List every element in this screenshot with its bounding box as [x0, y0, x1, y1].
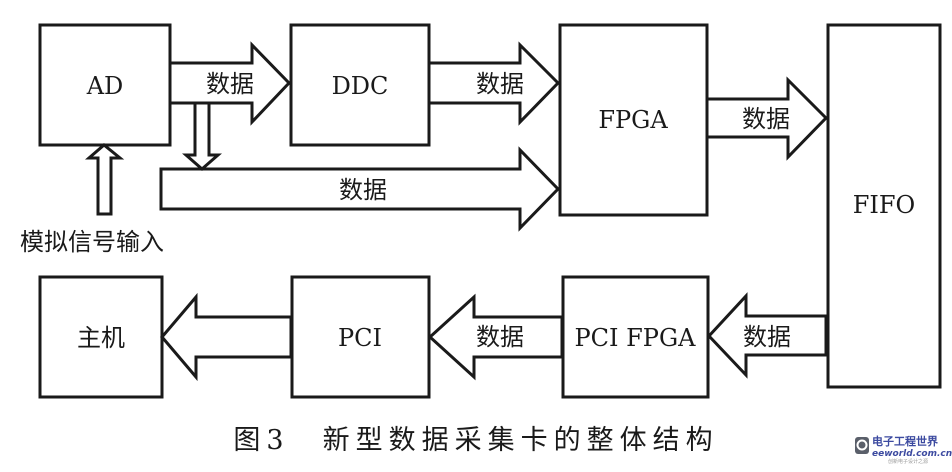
host-label: 主机	[77, 324, 125, 352]
ad-label: AD	[86, 72, 124, 100]
ad-block	[38, 23, 172, 147]
arrow-ad-to-fpga-bypass	[159, 146, 561, 232]
arrow-ad-to-ddc-label: 数据	[206, 70, 254, 98]
ddc-label: DDC	[332, 72, 389, 100]
watermark-title: 电子工程世界	[872, 434, 938, 448]
fifo-block	[826, 23, 942, 389]
arrow-pci-to-host	[160, 292, 293, 382]
arrow-pci-fpga-to-pci-label: 数据	[476, 323, 524, 351]
fpga-label: FPGA	[598, 106, 668, 134]
arrow-fpga-to-fifo	[705, 76, 829, 161]
eeworld-watermark: 电子工程世界 eeworld.com.cn 创新电子设计之源	[855, 434, 952, 465]
arrow-fifo-to-pci-fpga	[706, 292, 828, 379]
arrow-fifo-to-pci-fpga-label: 数据	[743, 323, 791, 351]
arrow-pci-fpga-to-pci	[427, 293, 564, 381]
figure-caption: 图3 新型数据采集卡的整体结构	[233, 425, 718, 456]
arrow-tap-down	[182, 101, 222, 171]
ddc-block	[289, 23, 431, 147]
pci-label: PCI	[338, 324, 382, 352]
arrow-fpga-to-fifo-label: 数据	[742, 105, 790, 133]
fifo-label: FIFO	[853, 191, 915, 219]
host-block	[38, 275, 164, 399]
watermark-slogan: 创新电子设计之源	[888, 458, 928, 465]
eeworld-logo-glyph-icon	[856, 439, 868, 451]
pci-fpga-label: PCI FPGA	[575, 324, 697, 352]
pci-fpga-block	[561, 275, 710, 399]
arrow-analog-input	[84, 143, 125, 216]
arrow-ddc-to-fpga-label: 数据	[476, 70, 524, 98]
analog-input-label: 模拟信号输入	[20, 228, 164, 256]
fpga-block	[558, 23, 709, 217]
arrow-ddc-to-fpga	[427, 41, 561, 126]
watermark-url: eeworld.com.cn	[872, 449, 952, 459]
arrow-bypass-label: 数据	[339, 176, 387, 204]
